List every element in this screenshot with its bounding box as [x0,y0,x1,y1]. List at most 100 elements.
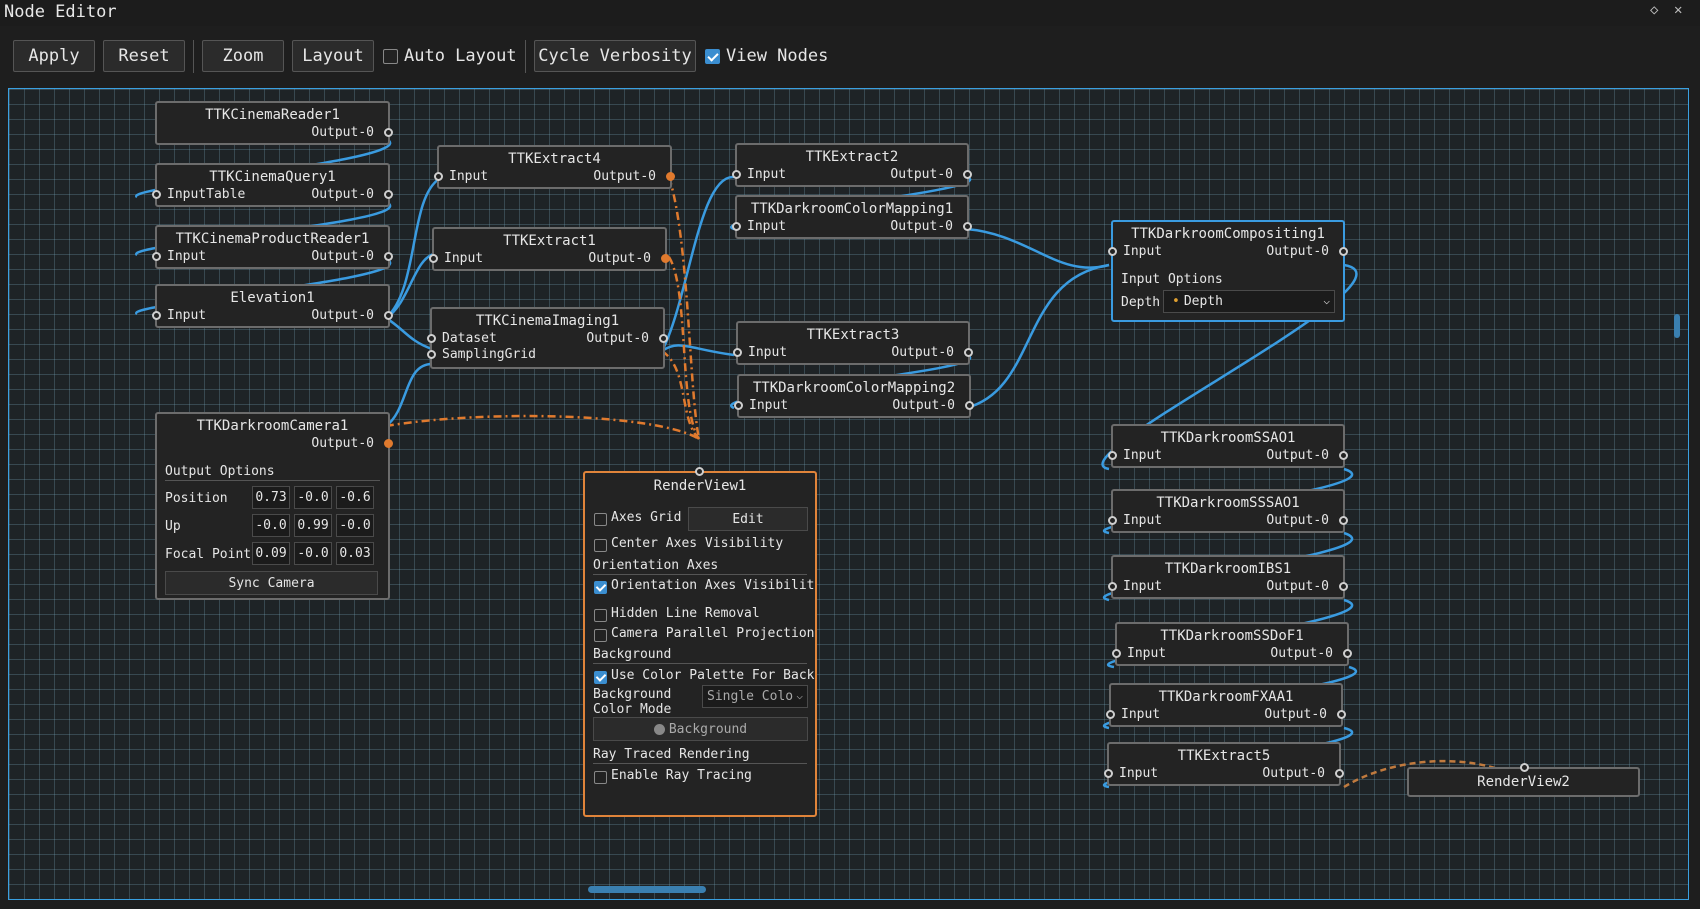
output-pin[interactable] [384,311,393,320]
node-canvas[interactable]: TTKCinemaReader1 Output-0 TTKCinemaQuery… [8,88,1689,900]
output-pin[interactable] [666,172,675,181]
node-cinema-reader[interactable]: TTKCinemaReader1 Output-0 [155,101,393,145]
node-elevation[interactable]: Elevation1 Input Output-0 [152,284,393,328]
output-pin[interactable] [1339,516,1348,525]
input-pin[interactable] [1104,769,1113,778]
input-pin[interactable] [732,170,741,179]
output-pin[interactable] [963,170,972,179]
node-renderview2[interactable]: RenderView2 [1407,763,1640,797]
apply-button[interactable]: Apply [13,40,95,72]
output-pin-label: Output-0 [890,219,953,234]
up-y-field[interactable]: 0.99 [294,514,332,537]
input-pin[interactable] [1112,649,1121,658]
node-darkroom-fxaa[interactable]: TTKDarkroomFXAA1 Input Output-0 [1106,683,1346,727]
focal-x-field[interactable]: 0.09 [252,542,290,565]
node-darkroom-compositing[interactable]: TTKDarkroomCompositing1 Input Output-0 I… [1108,220,1348,322]
focal-y-field[interactable]: -0.0 [294,542,332,565]
input-pin[interactable] [152,252,161,261]
node-renderview1[interactable]: RenderView1 Axes Grid Edit Center Axes V… [583,467,817,817]
input-pin[interactable] [1108,247,1117,256]
node-extract5[interactable]: TTKExtract5 Input Output-0 [1104,742,1344,786]
pin-icon[interactable]: ◇ [1650,2,1659,18]
input-pin[interactable] [734,401,743,410]
focal-point-label: Focal Point [165,547,252,562]
vertical-scrollbar[interactable] [1674,314,1680,338]
input-pin[interactable] [1108,451,1117,460]
up-z-field[interactable]: -0.0 [336,514,374,537]
node-darkroom-ssdof[interactable]: TTKDarkroomSSDoF1 Input Output-0 [1112,622,1352,666]
output-pin[interactable] [384,252,393,261]
cycle-verbosity-button[interactable]: Cycle Verbosity [534,40,696,72]
input-pin[interactable] [732,222,741,231]
input-pin[interactable] [695,467,704,476]
output-pin[interactable] [1337,710,1346,719]
output-pin[interactable] [1339,582,1348,591]
input-pin[interactable] [427,334,436,343]
position-label: Position [165,491,228,506]
hidden-line-checkbox[interactable] [594,609,607,622]
node-extract4[interactable]: TTKExtract4 Input Output-0 [434,145,675,189]
node-darkroom-camera[interactable]: TTKDarkroomCamera1 Output-0 Output Optio… [155,412,393,600]
input-pin[interactable] [733,348,742,357]
position-y-field[interactable]: -0.0 [294,486,332,509]
input-pin[interactable] [1106,710,1115,719]
position-z-field[interactable]: -0.6 [336,486,374,509]
layout-button[interactable]: Layout [292,40,374,72]
use-palette-checkbox[interactable] [594,671,607,684]
horizontal-scrollbar[interactable] [588,886,706,893]
background-color-button[interactable]: Background [593,717,808,741]
input-pin[interactable] [1108,582,1117,591]
output-pin-label: Output-0 [1270,646,1333,661]
auto-layout-label: Auto Layout [404,46,517,66]
output-pin[interactable] [661,254,670,263]
output-pin[interactable] [384,439,393,448]
sync-camera-button[interactable]: Sync Camera [165,571,378,595]
node-darkroom-ssao[interactable]: TTKDarkroomSSAO1 Input Output-0 [1108,424,1348,468]
node-color-mapping2[interactable]: TTKDarkroomColorMapping2 Input Output-0 [734,374,974,418]
output-pin[interactable] [964,348,973,357]
up-x-field[interactable]: -0.0 [252,514,290,537]
input-pin[interactable] [427,350,436,359]
output-pin[interactable] [963,222,972,231]
ray-tracing-checkbox[interactable] [594,771,607,784]
output-pin[interactable] [1339,451,1348,460]
node-extract2[interactable]: TTKExtract2 Input Output-0 [732,143,972,187]
node-title: TTKDarkroomIBS1 [1164,561,1292,577]
close-icon[interactable]: ✕ [1674,2,1683,18]
center-axes-checkbox[interactable] [594,539,607,552]
camera-parallel-checkbox[interactable] [594,629,607,642]
input-pin[interactable] [1520,763,1529,772]
input-pin[interactable] [434,172,443,181]
node-cinema-product-reader[interactable]: TTKCinemaProductReader1 Input Output-0 [152,225,393,269]
node-color-mapping1[interactable]: TTKDarkroomColorMapping1 Input Output-0 [732,195,972,239]
output-pin[interactable] [659,334,668,343]
output-pin[interactable] [384,190,393,199]
node-darkroom-ibs[interactable]: TTKDarkroomIBS1 Input Output-0 [1108,555,1348,599]
focal-z-field[interactable]: 0.03 [336,542,374,565]
bg-mode-select[interactable]: Single Colo ⌵ [702,685,808,708]
output-pin[interactable] [384,128,393,137]
node-extract3[interactable]: TTKExtract3 Input Output-0 [733,321,973,365]
input-pin[interactable] [152,311,161,320]
node-extract1[interactable]: TTKExtract1 Input Output-0 [429,227,670,271]
auto-layout-checkbox[interactable] [383,49,398,64]
input-pin[interactable] [1108,516,1117,525]
node-darkroom-sssao[interactable]: TTKDarkroomSSSAO1 Input Output-0 [1108,489,1348,533]
node-cinema-query[interactable]: TTKCinemaQuery1 InputTable Output-0 [152,163,393,207]
node-cinema-imaging[interactable]: TTKCinemaImaging1 Dataset SamplingGrid O… [427,307,668,369]
reset-button[interactable]: Reset [103,40,185,72]
depth-select[interactable]: • Depth ⌵ [1163,290,1335,313]
edit-button[interactable]: Edit [688,507,808,531]
output-pin[interactable] [965,401,974,410]
output-pin[interactable] [1335,769,1344,778]
output-pin[interactable] [1343,649,1352,658]
node-title: TTKDarkroomFXAA1 [1158,689,1294,705]
input-pin[interactable] [152,190,161,199]
position-x-field[interactable]: 0.73 [252,486,290,509]
axes-grid-checkbox[interactable] [594,513,607,526]
input-pin[interactable] [429,254,438,263]
orientation-axes-checkbox[interactable] [594,581,607,594]
view-nodes-checkbox[interactable] [705,49,720,64]
output-pin[interactable] [1339,247,1348,256]
zoom-button[interactable]: Zoom [202,40,284,72]
